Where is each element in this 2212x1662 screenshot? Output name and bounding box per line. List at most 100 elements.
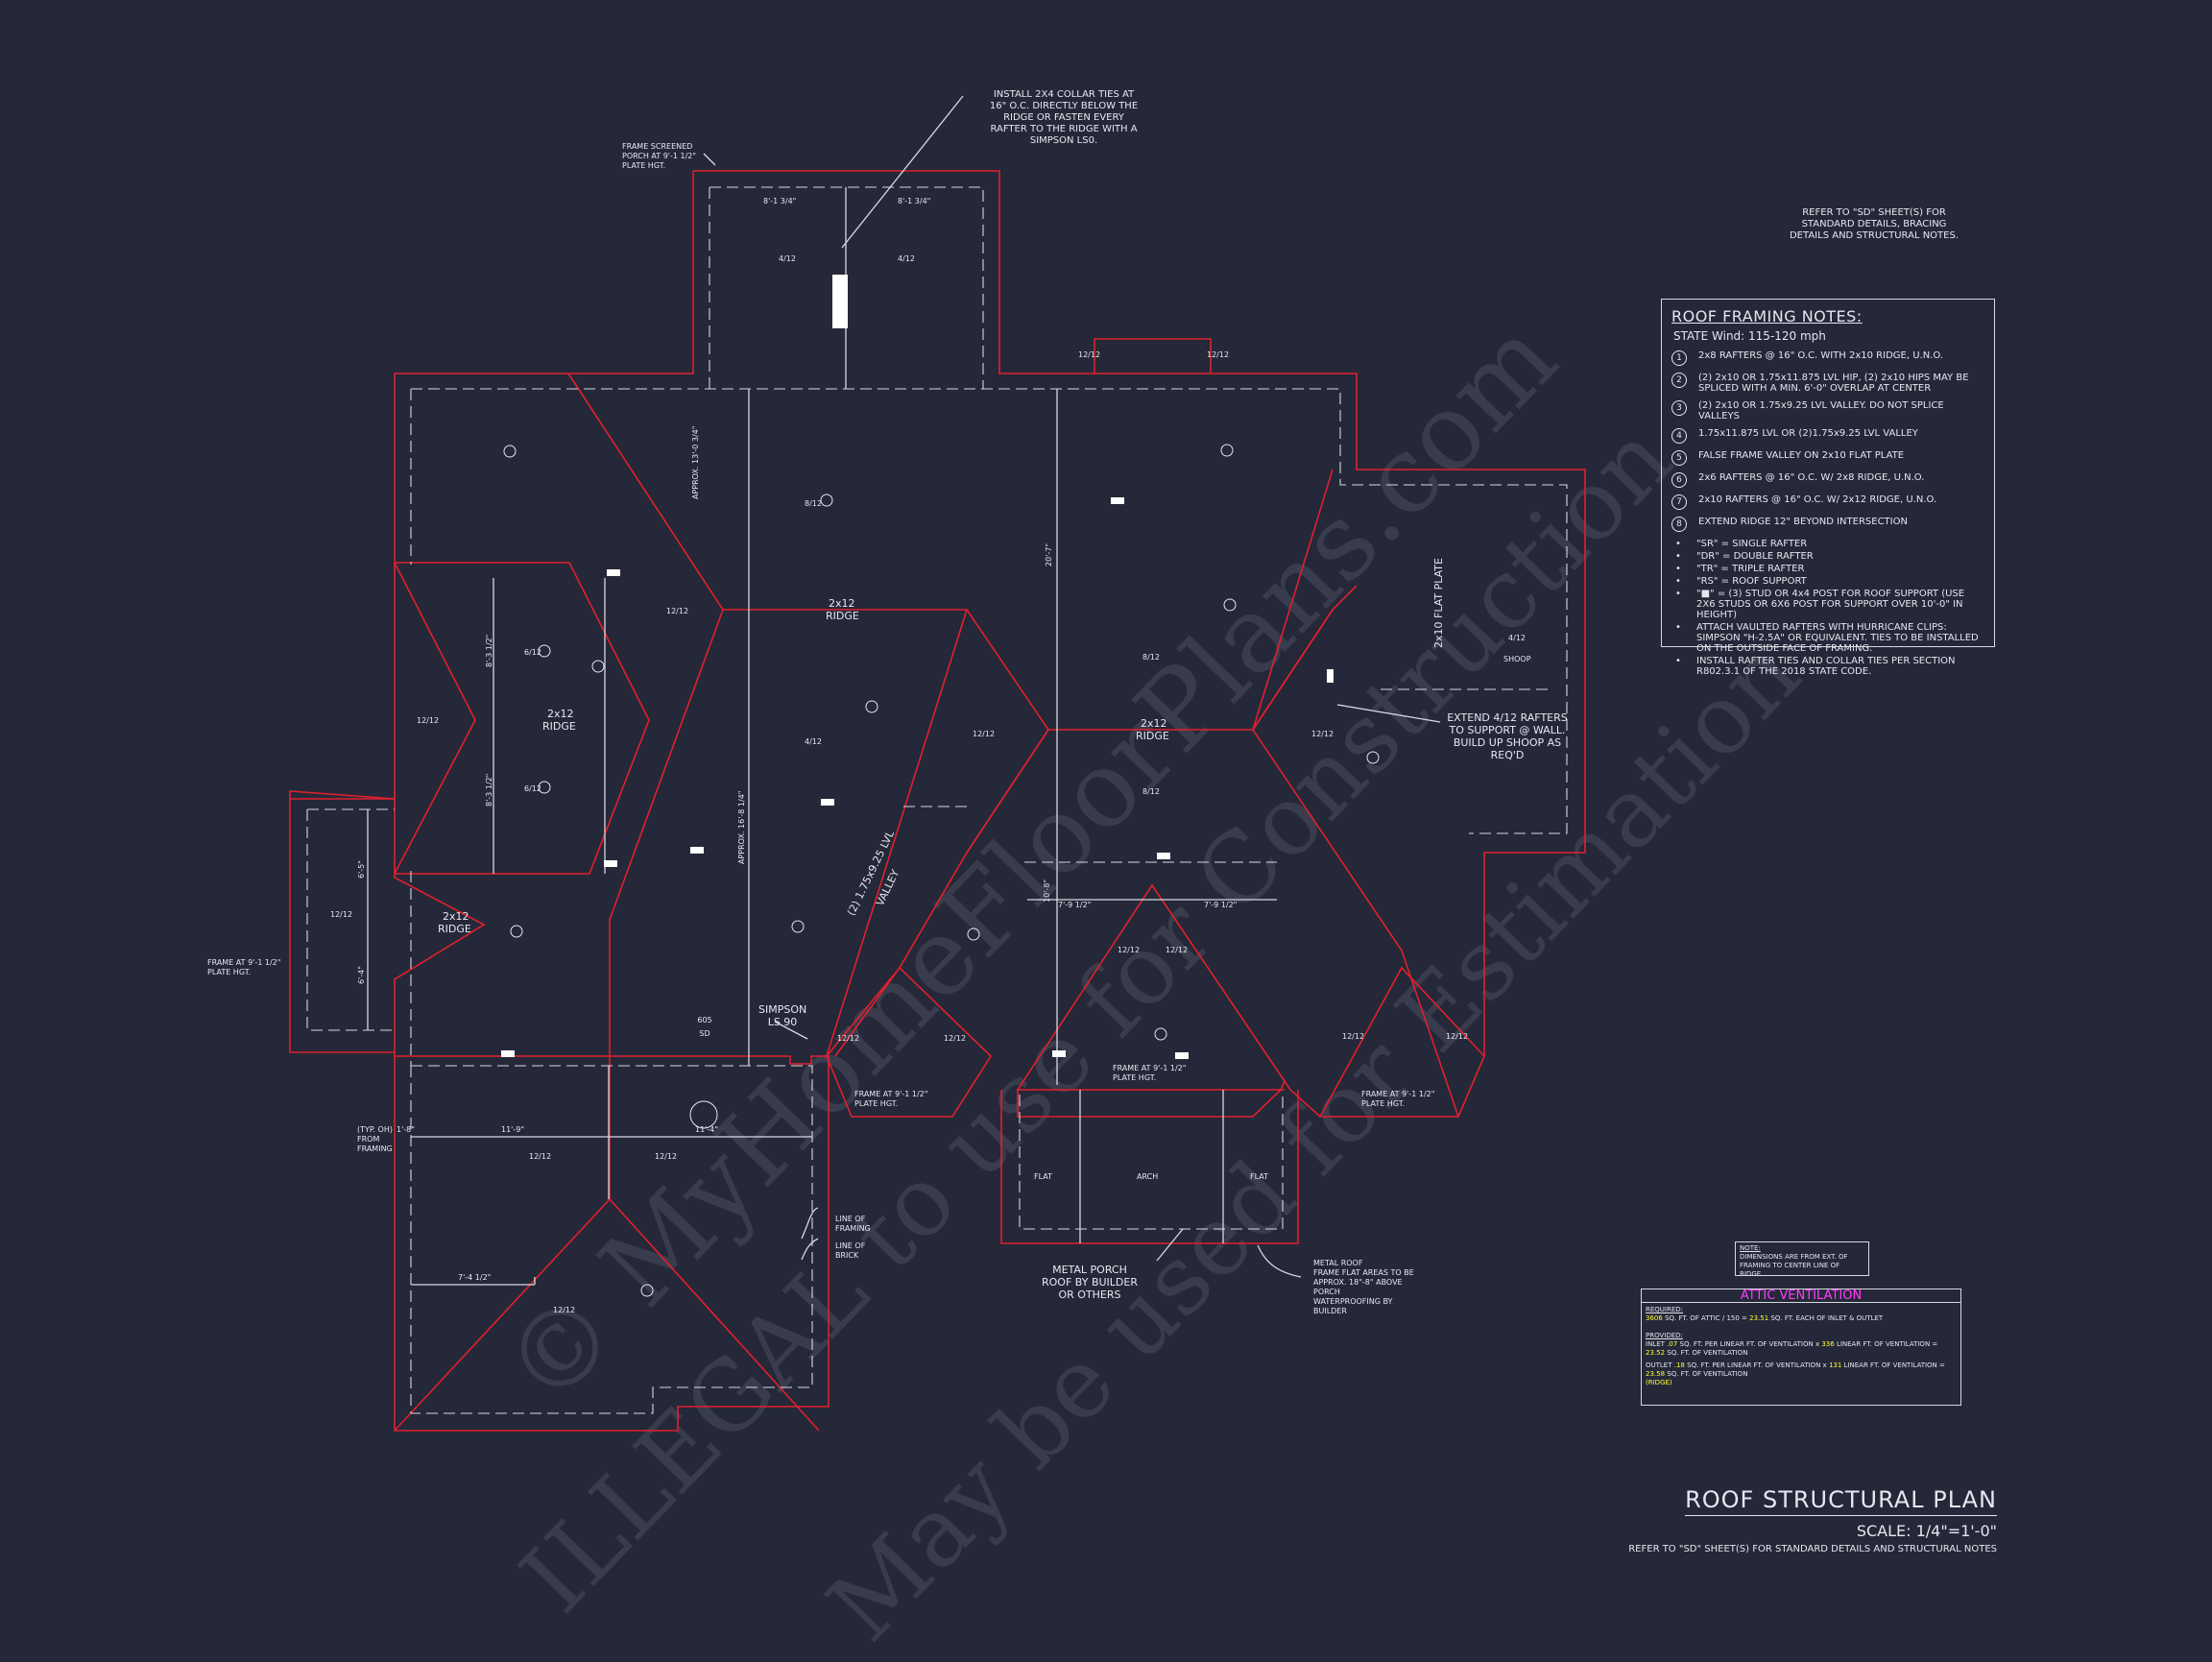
- pitch-label: 12/12: [417, 716, 440, 725]
- pitch-label: 12/12: [655, 1152, 678, 1161]
- dim-approx-16: APPROX. 16'-8 1/4": [737, 790, 746, 864]
- dim-7-9b: 7'-9 1/2": [1204, 901, 1238, 909]
- porch-flat-right: FLAT: [1250, 1172, 1268, 1181]
- circle-tags: [503, 444, 1380, 1297]
- note-bullet: •INSTALL RAFTER TIES AND COLLAR TIES PER…: [1675, 656, 1956, 677]
- ventilation-provided: PROVIDED: INLET .07 SQ. FT. PER LINEAR F…: [1646, 1332, 1945, 1386]
- attic-ventilation: ATTIC VENTILATION REQUIRED: 3606 SQ. FT.…: [1641, 1289, 1961, 1406]
- frame-plate-a: FRAME AT 9'-1 1/2"PLATE HGT.: [854, 1090, 928, 1108]
- dim-11-4: 11'-4": [695, 1125, 719, 1134]
- porch-flat-left: FLAT: [1034, 1172, 1052, 1181]
- pitch-label: 8/12: [1142, 653, 1160, 662]
- pitch-label: 12/12: [330, 910, 353, 919]
- pitch-label: 12/12: [553, 1306, 576, 1314]
- dim-10-8: 10'-8": [1043, 879, 1051, 903]
- framing-line: [306, 186, 1568, 1414]
- pitch-label: 12/12: [529, 1152, 552, 1161]
- note-bullet: •"DR" = DOUBLE RAFTER: [1675, 551, 1814, 562]
- dim-11-9: 11'-9": [501, 1125, 525, 1134]
- note-item: 2(2) 2x10 OR 1.75x11.875 LVL HIP, (2) 2x…: [1671, 373, 1984, 394]
- frame-left-note: FRAME AT 9'-1 1/2"PLATE HGT.: [207, 958, 281, 976]
- roof-outline: [289, 170, 1586, 1432]
- dim-8-3b: 8'-3 1/2": [485, 773, 493, 807]
- pitch-label: 12/12: [1446, 1032, 1469, 1041]
- pitch-label: 12/12: [837, 1034, 860, 1043]
- ridge-label: RIDGE: [438, 923, 471, 935]
- dim-7-9a: 7'-9 1/2": [1058, 901, 1092, 909]
- dim-8-3a: 8'-3 1/2": [485, 634, 493, 667]
- plan-reference: REFER TO "SD" SHEET(S) FOR STANDARD DETA…: [1628, 1544, 1997, 1554]
- roof-framing-notes: ROOF FRAMING NOTES: STATE Wind: 115-120 …: [1661, 299, 1995, 677]
- pitch-label: 6/12: [524, 784, 541, 793]
- note-bullet: •"TR" = TRIPLE RAFTER: [1675, 564, 1805, 574]
- plan-title: ROOF STRUCTURAL PLAN: [1685, 1486, 1997, 1516]
- ridge-label: 2x12: [1141, 717, 1167, 730]
- dim-1-8: 1'-8": [397, 1125, 415, 1134]
- dim-7-4: 7'-4 1/2": [458, 1273, 492, 1282]
- pitch-label: 12/12: [944, 1034, 967, 1043]
- notes-title: ROOF FRAMING NOTES:: [1671, 307, 1863, 325]
- dim-top-right: 8'-1 3/4": [898, 197, 931, 205]
- note-bullet: •"■" = (3) STUD OR 4x4 POST FOR ROOF SUP…: [1675, 589, 1965, 620]
- shoop-label: SHOOP: [1503, 655, 1531, 663]
- pitch-label: 4/12: [898, 254, 915, 263]
- pitch-label: 4/12: [1508, 634, 1526, 642]
- note-item: 3(2) 2x10 OR 1.75x9.25 LVL VALLEY. DO NO…: [1671, 400, 1984, 422]
- post-markers: [501, 275, 1334, 1059]
- pitch-label: 8/12: [1142, 787, 1160, 796]
- ridge-label: RIDGE: [1136, 730, 1169, 742]
- pitch-label: 12/12: [1342, 1032, 1365, 1041]
- note-bullet: •"SR" = SINGLE RAFTER: [1675, 539, 1808, 549]
- pitch-label: 12/12: [1166, 946, 1189, 954]
- ventilation-title: ATTIC VENTILATION: [1642, 1289, 1960, 1303]
- pitch-label: 12/12: [1311, 730, 1334, 738]
- flat-plate-label: 2x10 FLAT PLATE: [1432, 558, 1445, 648]
- dim-top-left: 8'-1 3/4": [763, 197, 797, 205]
- pitch-label: 12/12: [1207, 350, 1230, 359]
- pitch-label: 4/12: [805, 737, 822, 746]
- ridge-label: RIDGE: [826, 610, 859, 622]
- plan-scale: SCALE: 1/4"=1'-0": [1856, 1522, 1997, 1540]
- ridge-label: 2x12: [547, 708, 574, 720]
- dim-20: 20'-7": [1045, 542, 1053, 566]
- dim-6-4: 6'-4": [357, 966, 366, 984]
- porch-arch: ARCH: [1137, 1172, 1159, 1181]
- pitch-label: 12/12: [973, 730, 996, 738]
- ridge-label: 2x12: [829, 597, 855, 610]
- dimension-note: NOTE: DIMENSIONS ARE FROM EXT. OF FRAMIN…: [1735, 1241, 1869, 1278]
- frame-plate-c: FRAME AT 9'-1 1/2"PLATE HGT.: [1361, 1090, 1435, 1108]
- ridge-label: 2x12: [443, 910, 469, 923]
- note-bullet: •"RS" = ROOF SUPPORT: [1675, 576, 1807, 587]
- pitch-label: 8/12: [805, 499, 822, 508]
- title-block: ROOF STRUCTURAL PLAN SCALE: 1/4"=1'-0" R…: [1440, 1486, 1997, 1554]
- section-tag-bottom: SD: [699, 1029, 710, 1038]
- pitch-label: 12/12: [1078, 350, 1101, 359]
- notes-wind: STATE Wind: 115-120 mph: [1673, 329, 1826, 343]
- note-bullet: •ATTACH VAULTED RAFTERS WITH HURRICANE C…: [1675, 622, 1979, 654]
- structural-line: [367, 95, 1441, 1286]
- ventilation-required: REQUIRED: 3606 SQ. FT. OF ATTIC / 150 = …: [1646, 1306, 1884, 1322]
- pitch-label: 12/12: [666, 607, 689, 615]
- frame-plate-b: FRAME AT 9'-1 1/2"PLATE HGT.: [1113, 1064, 1187, 1082]
- dim-approx-13: APPROX. 13'-0 3/4": [691, 425, 700, 499]
- pitch-label: 6/12: [524, 648, 541, 657]
- dim-6-5: 6'-5": [357, 860, 366, 879]
- pitch-label: 4/12: [779, 254, 796, 263]
